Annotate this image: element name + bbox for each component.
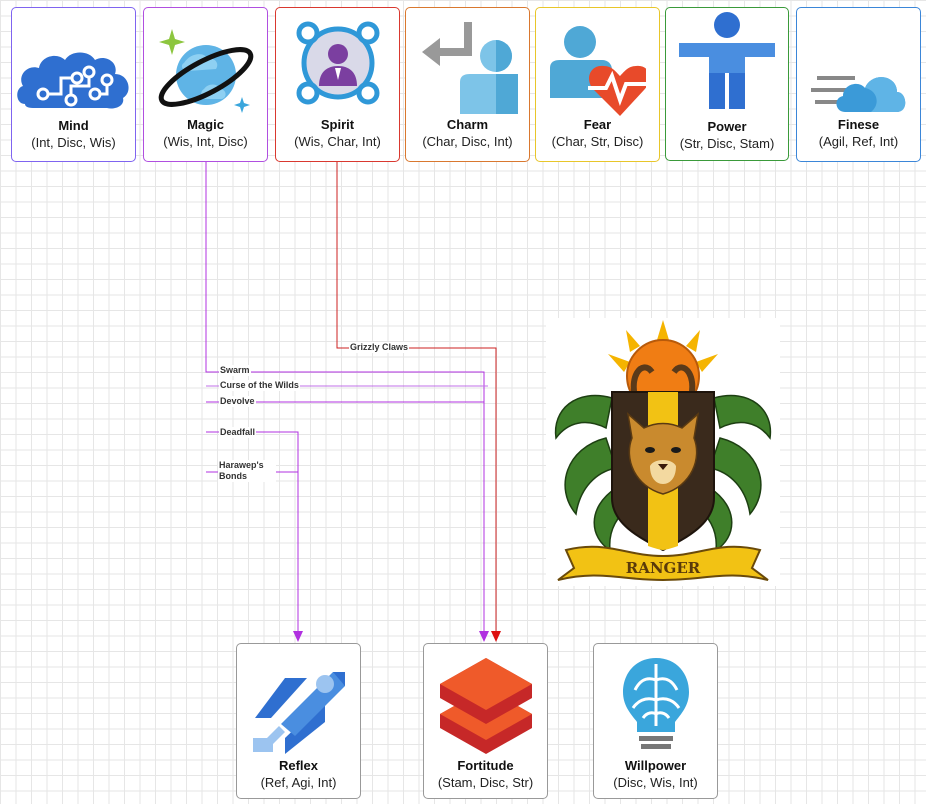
planet-icon — [158, 29, 253, 113]
card-reflex[interactable]: Reflex (Ref, Agi, Int) — [236, 643, 361, 799]
card-title: Fear — [583, 117, 612, 132]
card-title: Reflex — [278, 758, 319, 773]
rocket-icon — [252, 672, 345, 754]
card-title: Finese — [837, 117, 880, 132]
card-power[interactable]: Power (Str, Disc, Stam) — [665, 7, 789, 161]
card-attributes: (Str, Disc, Stam) — [679, 136, 775, 151]
card-spirit[interactable]: Spirit (Wis, Char, Int) — [275, 7, 400, 162]
card-magic[interactable]: Magic (Wis, Int, Disc) — [143, 7, 268, 162]
label-grizzly-claws: Grizzly Claws — [349, 342, 410, 353]
person-nodes-icon — [296, 21, 379, 105]
card-attributes: (Ref, Agi, Int) — [260, 775, 337, 790]
arrowhead-fortitude-spirit — [491, 631, 501, 642]
lightbulb-brain-icon — [622, 658, 689, 749]
arrowhead-fortitude-magic — [479, 631, 489, 642]
card-finese[interactable]: Finese (Agil, Ref, Int) — [796, 7, 921, 162]
layers-icon — [439, 658, 532, 754]
card-title: Fortitude — [457, 758, 514, 773]
wire-grizzly-claws — [336, 162, 497, 632]
card-attributes: (Stam, Disc, Str) — [437, 775, 534, 790]
label-devolve: Devolve — [219, 396, 256, 407]
card-title: Willpower — [624, 758, 687, 773]
card-attributes: (Int, Disc, Wis) — [31, 135, 116, 150]
card-attributes: (Char, Str, Disc) — [551, 134, 644, 149]
card-willpower[interactable]: Willpower (Disc, Wis, Int) — [593, 643, 718, 799]
wire-swarm — [205, 162, 485, 632]
crest-banner-text: RANGER — [626, 559, 701, 577]
standing-figure-icon — [679, 12, 775, 109]
speed-cloud-icon — [810, 76, 905, 112]
card-fear[interactable]: Fear (Char, Str, Disc) — [535, 7, 660, 162]
card-title: Magic — [187, 117, 224, 132]
label-harawep-bonds: Harawep's Bonds — [218, 460, 276, 482]
card-title: Power — [707, 119, 747, 134]
label-curse-of-the-wilds: Curse of the Wilds — [219, 380, 300, 391]
arrowhead-reflex — [293, 631, 303, 642]
ranger-crest-icon: RANGER — [546, 318, 780, 586]
card-attributes: (Char, Disc, Int) — [422, 134, 513, 149]
card-attributes: (Agil, Ref, Int) — [818, 134, 899, 149]
user-return-icon — [421, 22, 518, 114]
card-title: Mind — [58, 118, 89, 133]
brain-circuit-icon — [16, 52, 129, 109]
label-deadfall: Deadfall — [219, 427, 257, 438]
card-attributes: (Disc, Wis, Int) — [613, 775, 698, 790]
card-title: Charm — [446, 117, 489, 132]
card-fortitude[interactable]: Fortitude (Stam, Disc, Str) — [423, 643, 548, 799]
card-attributes: (Wis, Int, Disc) — [163, 134, 248, 149]
card-mind[interactable]: Mind (Int, Disc, Wis) — [11, 7, 136, 162]
heartbeat-user-icon — [549, 26, 646, 116]
label-swarm: Swarm — [219, 365, 251, 376]
card-title: Spirit — [320, 117, 355, 132]
card-attributes: (Wis, Char, Int) — [294, 134, 381, 149]
card-charm[interactable]: Charm (Char, Disc, Int) — [405, 7, 530, 162]
